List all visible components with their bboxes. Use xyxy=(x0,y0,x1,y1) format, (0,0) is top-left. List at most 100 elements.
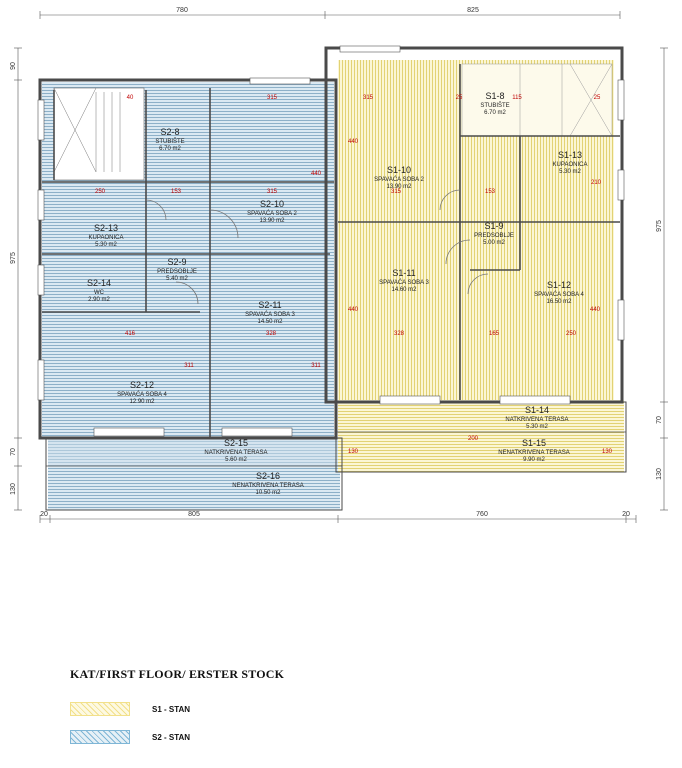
room-area: 12.90 m2 xyxy=(129,399,155,405)
room-name: STUBIŠTE xyxy=(155,138,184,145)
room-area: 5.40 m2 xyxy=(166,276,188,282)
inner-dimension-label: 153 xyxy=(171,189,182,195)
inner-dimension-label: 165 xyxy=(489,331,500,337)
inner-dimension-label: 115 xyxy=(512,95,522,101)
room-name: SPAVAĆA SOBA 3 xyxy=(379,279,429,286)
inner-dimension-label: 210 xyxy=(591,180,602,186)
room-id: S2-15 xyxy=(224,438,248,448)
room-name: KUPAONICA xyxy=(89,235,124,241)
room-id: S2-12 xyxy=(130,380,154,390)
room-area: 16.50 m2 xyxy=(546,299,572,305)
room-id: S2-16 xyxy=(256,471,280,481)
inner-dimension-label: 311 xyxy=(311,363,321,369)
dim-top-right: 825 xyxy=(467,7,479,14)
room-id: S2-10 xyxy=(260,199,284,209)
room-name: STUBIŠTE xyxy=(480,102,509,109)
room-area: 13.90 m2 xyxy=(259,218,285,224)
room-area: 5.30 m2 xyxy=(559,169,581,175)
inner-dimension-label: 328 xyxy=(266,331,277,337)
room-id: S2-13 xyxy=(94,223,118,233)
apartment-s2 xyxy=(42,82,340,510)
room-id: S2-11 xyxy=(258,300,281,310)
inner-dimension-label: 250 xyxy=(566,331,577,337)
legend-title: KAT/FIRST FLOOR/ ERSTER STOCK xyxy=(70,667,285,681)
dim-left-main: 975 xyxy=(10,252,17,264)
dim-right-130: 130 xyxy=(656,468,663,480)
inner-dimension-label: 25 xyxy=(594,95,601,101)
room-area: 5.60 m2 xyxy=(225,457,247,463)
room-name: SPAVAĆA SOBA 4 xyxy=(534,291,584,298)
dim-right-70: 70 xyxy=(656,416,663,424)
inner-dimension-label: 311 xyxy=(184,363,194,369)
inner-dimension-label: 315 xyxy=(363,95,374,101)
legend-label-s1: S1 - STAN xyxy=(152,704,191,714)
room-area: 14.60 m2 xyxy=(391,287,417,293)
room-id: S2-8 xyxy=(160,127,179,137)
room-area: 14.50 m2 xyxy=(257,319,283,325)
room-name: PREDSOBLJE xyxy=(474,233,514,239)
room-id: S1-9 xyxy=(484,221,503,231)
room-area: 5.30 m2 xyxy=(526,424,548,430)
inner-dimension-label: 440 xyxy=(311,171,322,177)
room-id: S1-14 xyxy=(525,405,549,415)
inner-dimension-label: 328 xyxy=(394,331,405,337)
floor-plan: 780 825 805 760 20 20 90 975 70 130 975 … xyxy=(10,7,668,523)
room-area: 6.70 m2 xyxy=(484,110,506,116)
room-id: S1-8 xyxy=(485,91,504,101)
room-id: S2-9 xyxy=(167,257,186,267)
inner-dimension-label: 315 xyxy=(391,189,402,195)
inner-dimension-label: 315 xyxy=(267,95,278,101)
room-area: 5.00 m2 xyxy=(483,240,505,246)
room-area: 6.70 m2 xyxy=(159,146,181,152)
inner-dimension-label: 25 xyxy=(456,95,463,101)
dimension-lines xyxy=(14,11,668,523)
room-name: SPAVAĆA SOBA 2 xyxy=(374,176,424,183)
inner-dimension-label: 200 xyxy=(468,436,479,442)
room-name: SPAVAĆA SOBA 4 xyxy=(117,391,167,398)
inner-dimension-label: 130 xyxy=(602,449,613,455)
room-name: KUPAONICA xyxy=(553,162,588,168)
room-name: NENATKRIVENA TERASA xyxy=(232,483,303,489)
walls xyxy=(37,45,627,511)
room-name: SPAVAĆA SOBA 2 xyxy=(247,210,297,217)
room-name: PREDSOBLJE xyxy=(157,269,197,275)
legend-swatch-s2 xyxy=(70,730,130,744)
legend-item-s2: S2 - STAN xyxy=(70,728,190,746)
room-id: S2-14 xyxy=(87,278,111,288)
room-area: 2.90 m2 xyxy=(88,297,110,303)
dim-left-70: 70 xyxy=(10,448,17,456)
inner-dimension-label: 153 xyxy=(485,189,496,195)
dim-bottom-edge-right: 20 xyxy=(622,511,630,518)
room-id: S1-11 xyxy=(392,268,415,278)
room-area: 5.30 m2 xyxy=(95,242,117,248)
room-name: NATKRIVENA TERASA xyxy=(204,450,267,456)
room-id: S1-15 xyxy=(522,438,546,448)
inner-dimension-label: 315 xyxy=(267,189,278,195)
inner-dimension-label: 440 xyxy=(348,307,359,313)
inner-dimension-label: 440 xyxy=(348,139,359,145)
room-area: 9.90 m2 xyxy=(523,457,545,463)
room-id: S1-13 xyxy=(558,150,582,160)
room-area: 10.50 m2 xyxy=(255,490,281,496)
room-name: SPAVAĆA SOBA 3 xyxy=(245,311,295,318)
dim-top-left: 780 xyxy=(176,7,188,14)
dim-bottom-edge-left: 20 xyxy=(40,511,48,518)
inner-dimension-label: 130 xyxy=(348,449,359,455)
apartment-s1 xyxy=(338,60,624,472)
dim-bottom-right: 760 xyxy=(476,511,488,518)
